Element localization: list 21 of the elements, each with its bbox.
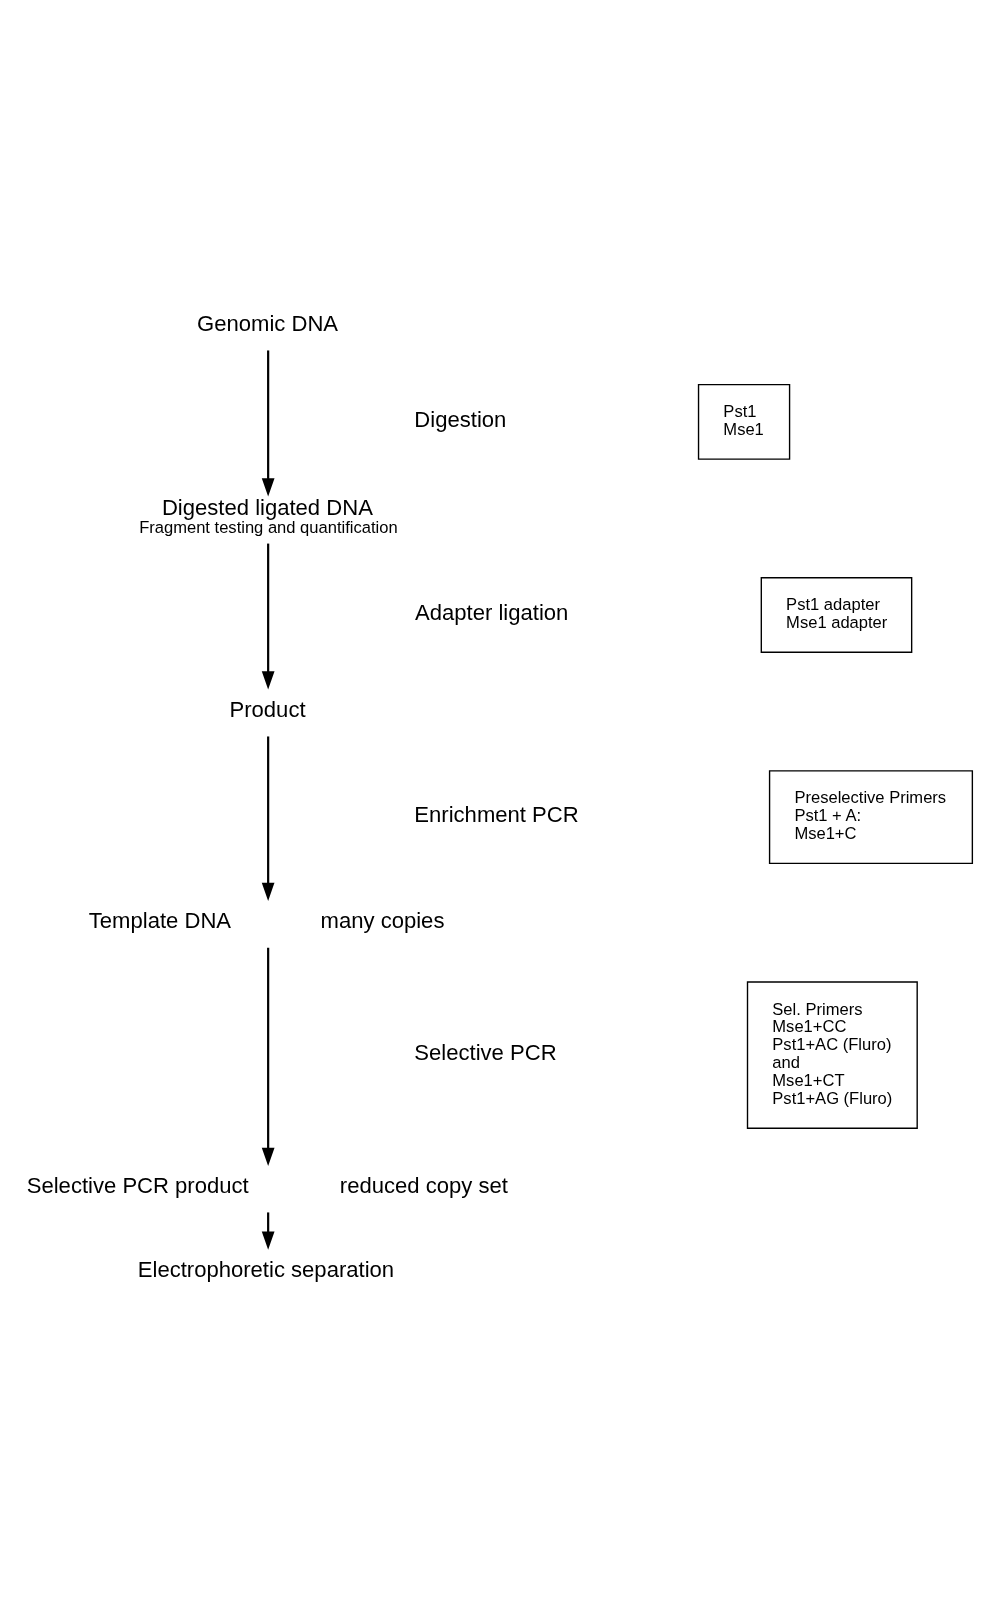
node-text: Genomic DNA [197, 310, 339, 336]
node-box: Pst1 Mse1 [697, 383, 791, 460]
node-box: Sel. Primers Mse1+CC Pst1+AC (Fluro) and Mse1+CT Pst1+AG (Fluro) [746, 981, 918, 1129]
arrow [261, 350, 275, 497]
label: Enrichment PCR [414, 802, 579, 828]
node-text: Selective PCR product [26, 1172, 249, 1198]
label: Adapter ligation [415, 600, 569, 626]
label: Selective PCR [414, 1040, 557, 1066]
node-box: Preselective Primers Pst1 + A: Mse1+C [768, 770, 974, 865]
arrow [261, 736, 275, 901]
arrow [261, 543, 275, 690]
node-text: Digested ligated DNA Fragment testing and quantification [139, 495, 398, 538]
label: Digestion [414, 407, 507, 433]
arrow [261, 947, 275, 1166]
arrow [261, 1212, 275, 1250]
node-text: Template DNA [88, 907, 232, 933]
node-box: Pst1 adapter Mse1 adapter [760, 577, 913, 653]
node-text: Product [229, 696, 306, 722]
node-label: many copies [320, 907, 445, 933]
node-text: Electrophoretic separation [137, 1256, 395, 1282]
node-label: reduced copy set [339, 1172, 508, 1198]
